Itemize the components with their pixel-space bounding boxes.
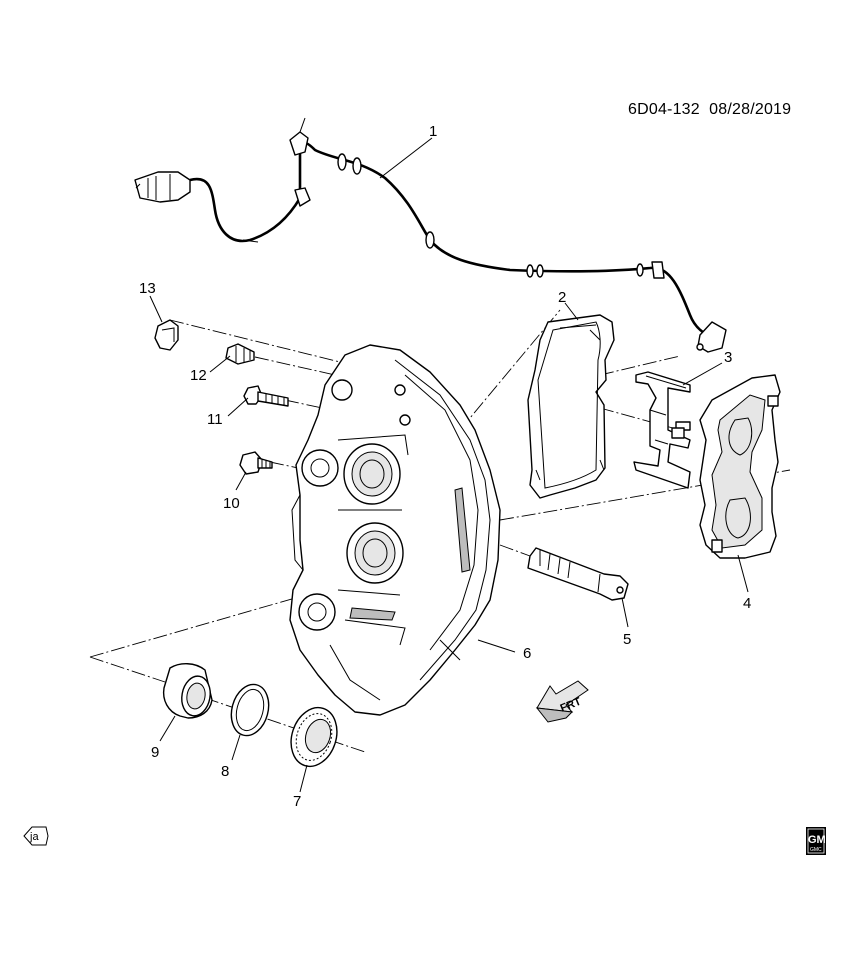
part-12-bleeder-valve [225, 343, 255, 365]
caliper-housing-outline [289, 344, 501, 716]
ja-symbol-icon: ja [23, 826, 49, 846]
piston-seal-outer [230, 683, 270, 737]
callout-7: 7 [293, 793, 301, 810]
ja-symbol-label: ja [29, 831, 39, 843]
harness-clip-mid [425, 231, 435, 249]
part-4-brake-pad-outer [699, 374, 781, 559]
bleeder-valve-body [225, 343, 255, 365]
part-11-bolt [243, 385, 289, 407]
alignment-line-piston-lower [89, 656, 166, 683]
callout-3: 3 [724, 349, 732, 366]
leader-lines [149, 137, 749, 793]
document-number: 6D04-132 [628, 101, 700, 118]
caliper-bleeder-boss [331, 379, 353, 401]
alignment-line-pad-upper [459, 309, 561, 431]
harness-cable-left [189, 177, 302, 243]
callout-4: 4 [743, 595, 751, 612]
harness-grommet-1 [337, 153, 347, 171]
alignment-line-pin [499, 544, 531, 557]
callout-11: 11 [207, 411, 223, 428]
alignment-line-11 [284, 399, 323, 409]
harness-clip-top [289, 131, 309, 156]
callout-5: 5 [623, 631, 631, 648]
document-date: 08/28/2019 [709, 101, 792, 118]
part-3-pad-spring-clip [633, 371, 691, 489]
part-10-bolt-washer [239, 451, 273, 475]
guide-pin-shaft [527, 547, 629, 601]
part-8-piston-seal [230, 683, 270, 737]
alignment-line-seals [204, 697, 366, 753]
harness-cable-main [298, 141, 716, 340]
gm-logo-label: GM [808, 834, 826, 846]
callout-12: 12 [190, 367, 207, 384]
harness-grommet-left [294, 187, 311, 207]
part-7-dust-boot [290, 706, 338, 768]
part-6-brake-caliper [289, 344, 501, 716]
brake-pad-backing-plate [527, 314, 615, 499]
alignment-line-13 [169, 319, 341, 363]
callout-1: 1 [429, 123, 437, 140]
document-id: 6D04-132 08/28/2019 [628, 101, 791, 119]
gm-logo-sublabel: GMC [810, 847, 822, 853]
callout-13: 13 [139, 280, 156, 297]
alignment-line-clip-upper [599, 355, 681, 376]
harness-clip-4 [536, 264, 544, 278]
alignment-line-10 [269, 461, 299, 469]
alignment-line-12 [254, 356, 336, 376]
harness-clip-5 [636, 263, 644, 277]
harness-connector [134, 171, 191, 203]
callout-8: 8 [221, 763, 229, 780]
spring-clip-body [633, 371, 691, 489]
gm-logo-icon: GM GMC [806, 827, 826, 855]
harness-clip-3 [526, 264, 534, 278]
part-5-guide-pin [527, 547, 629, 601]
part-13-bleeder-cap [154, 319, 179, 351]
callout-10: 10 [223, 495, 240, 512]
caliper-mount-boss-lower [298, 593, 336, 631]
callout-labels: 1 2 3 4 5 6 7 8 9 10 11 12 13 [139, 123, 751, 810]
front-arrow-icon: FRT [535, 680, 589, 723]
part-9-piston [162, 663, 213, 719]
part-1-wear-sensor-harness [134, 117, 727, 353]
caliper-logo-plate [454, 487, 471, 573]
harness-grommet-2 [352, 157, 362, 175]
bleeder-cap-body [154, 319, 179, 351]
callout-9: 9 [151, 744, 159, 761]
harness-clip-6 [651, 261, 665, 279]
bolt-10-head [239, 451, 263, 475]
callout-6: 6 [523, 645, 531, 662]
callout-2: 2 [558, 289, 566, 306]
part-2-brake-pad-inner [527, 314, 615, 499]
caliper-mount-boss-upper [301, 449, 339, 487]
